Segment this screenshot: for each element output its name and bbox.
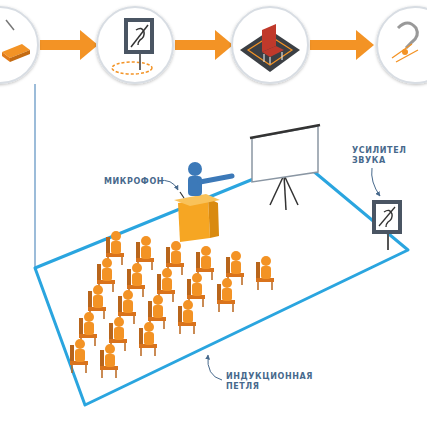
step-circles (0, 7, 427, 83)
chair-figure (139, 322, 157, 356)
leader-line (158, 180, 178, 190)
induction-loop (35, 160, 408, 405)
chair-icon (240, 24, 300, 72)
flow-arrows (40, 30, 374, 60)
chair-figure (217, 278, 235, 312)
device-icon (2, 20, 30, 62)
projection-screen (250, 125, 320, 210)
loop-sign-icon (112, 18, 154, 74)
callout-label: УСИЛИТЕЛ ЗВУКА (352, 146, 422, 166)
chair-figure (178, 300, 196, 334)
chair-figure (70, 339, 88, 373)
callout-label: ИНДУКЦИОННАЯ ПЕТЛЯ (226, 372, 318, 392)
leader-line (208, 355, 222, 380)
leader-line (372, 168, 380, 196)
hearing-aid-icon (392, 23, 418, 62)
speaker-at-podium (174, 162, 232, 242)
chair-figure (100, 344, 118, 378)
leader-line (34, 84, 35, 268)
callout-label: МИКРОФОН (104, 177, 158, 187)
audience-chairs (70, 231, 274, 378)
chair-figure (256, 256, 274, 290)
sound-amplifier (372, 200, 402, 250)
